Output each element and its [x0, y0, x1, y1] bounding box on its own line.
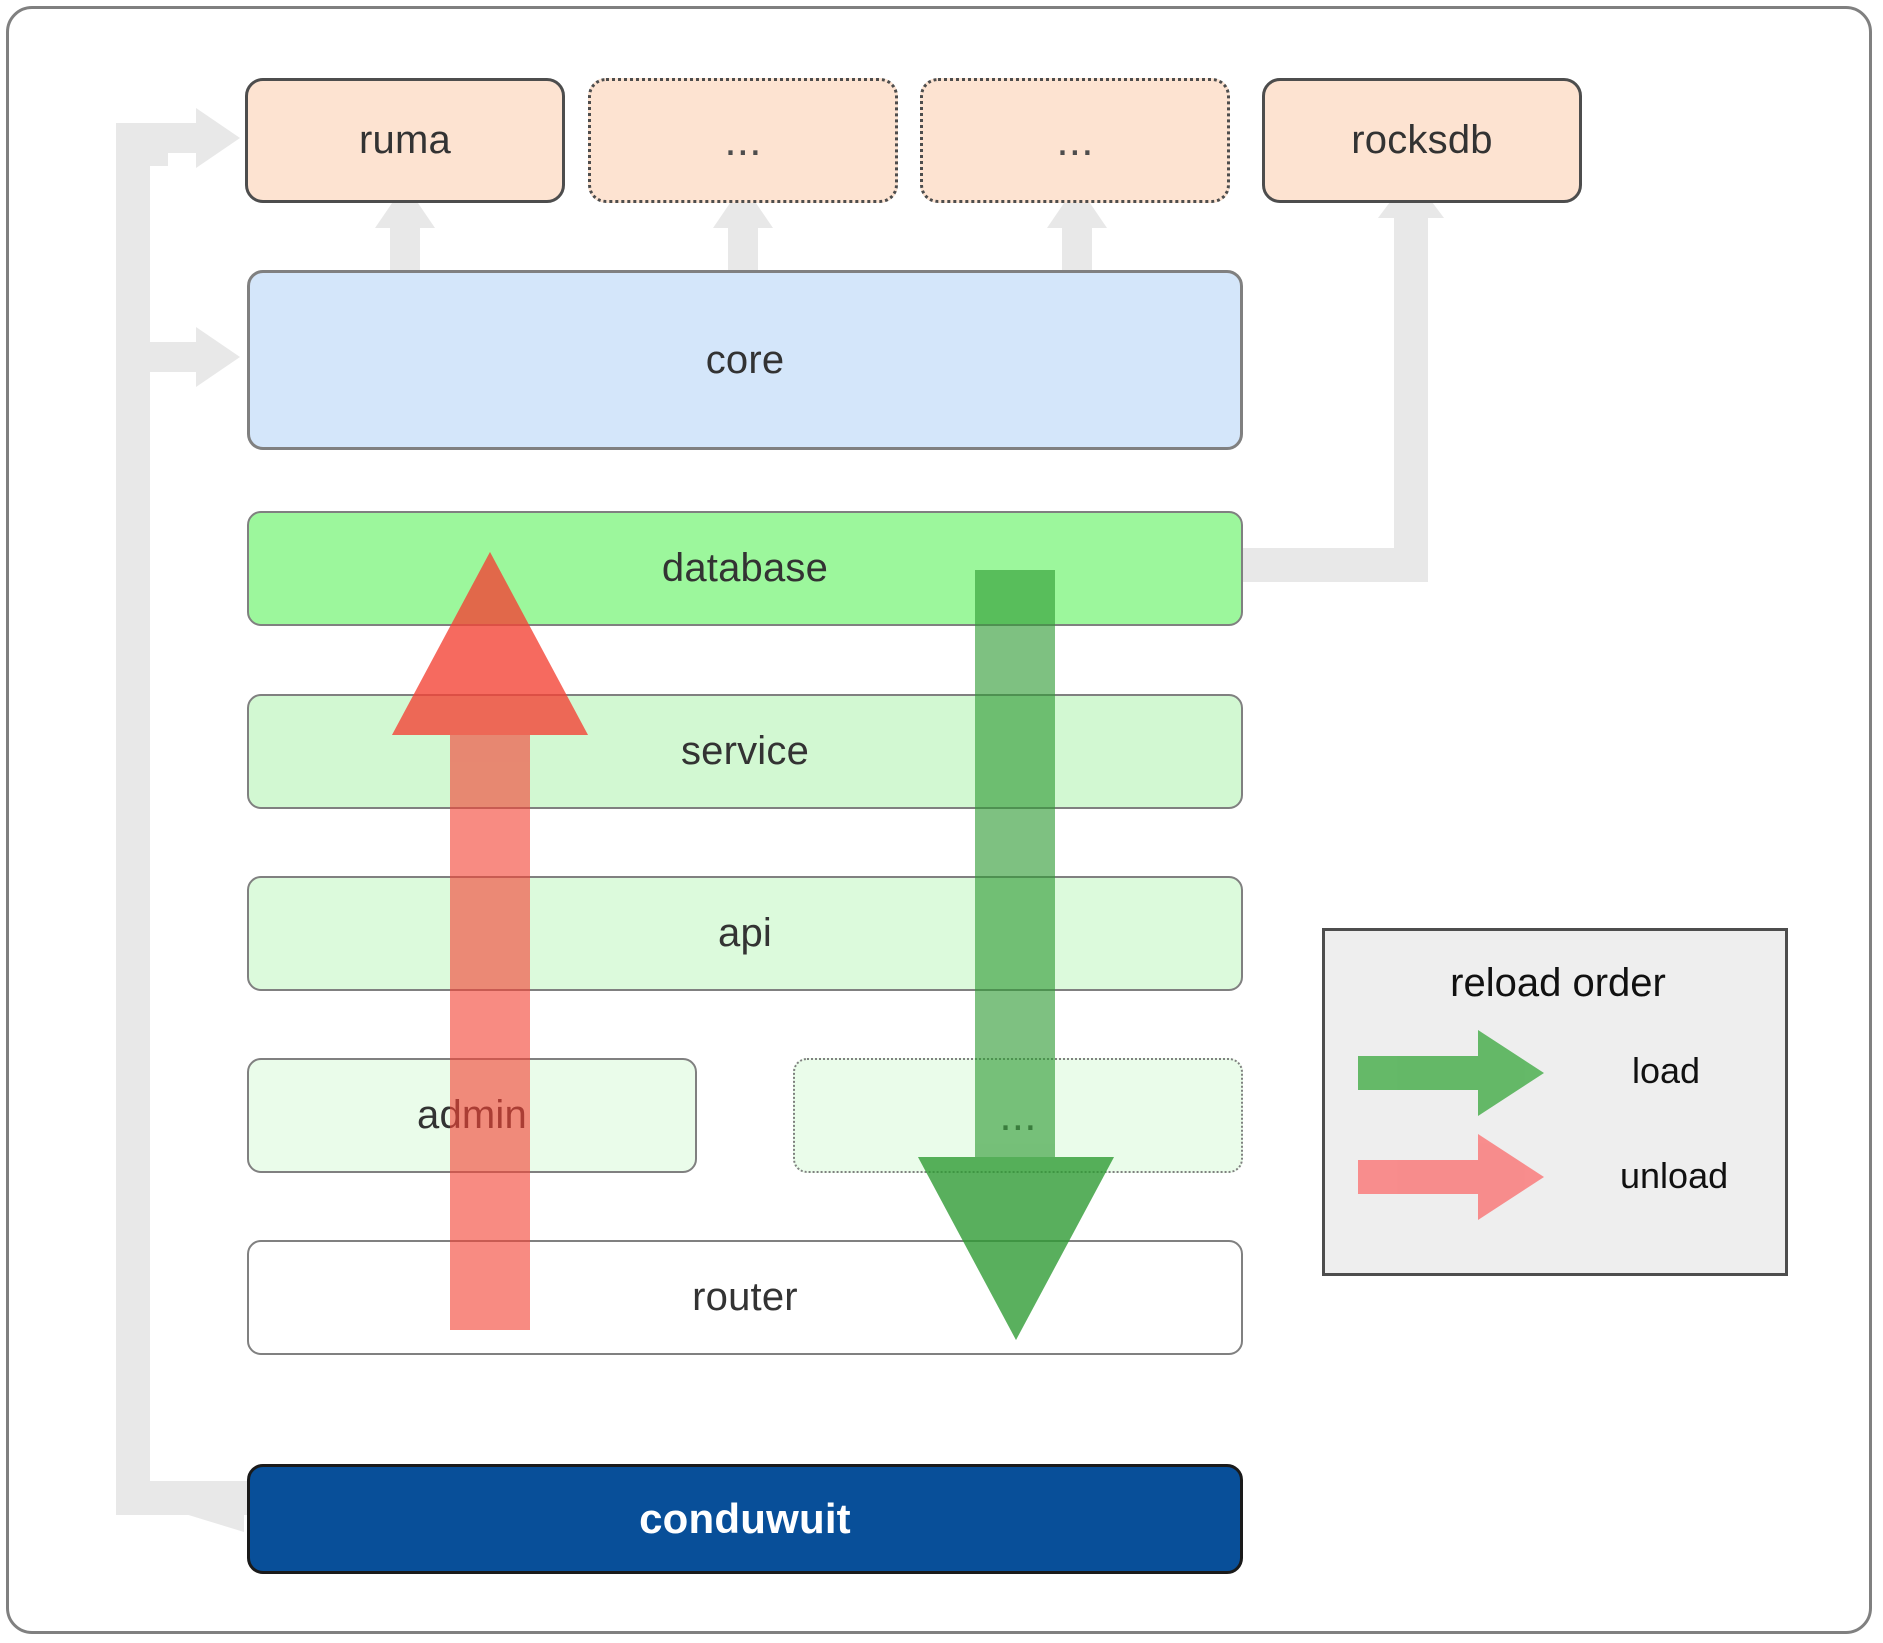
load-arrow-outline	[918, 1157, 1114, 1340]
node-dependency-ellipsis-1: ...	[588, 78, 898, 203]
connector-to-core-arrowhead	[196, 327, 240, 387]
node-ruma: ruma	[245, 78, 565, 203]
connector-db-to-rocksdb-vertical	[1394, 200, 1428, 582]
node-router-label: router	[692, 1275, 798, 1319]
node-api: api	[247, 876, 1243, 991]
legend-panel: reload order	[1322, 928, 1788, 1276]
connector-core-to-ruma-arrowhead	[375, 184, 435, 228]
node-rocksdb-label: rocksdb	[1351, 118, 1493, 162]
connector-to-ruma-arrowhead	[196, 108, 240, 168]
node-database: database	[247, 511, 1243, 626]
unload-arrow-outline	[392, 552, 588, 735]
node-database-label: database	[661, 546, 829, 590]
node-ruma-label: ruma	[359, 118, 451, 162]
connector-core-to-ellipsis2-arrowhead	[1047, 184, 1107, 228]
node-router: router	[247, 1240, 1243, 1355]
connector-to-ruma-shaft	[116, 123, 206, 153]
node-service-label: service	[680, 729, 810, 773]
legend-title: reload order	[1450, 961, 1666, 1005]
node-core: core	[247, 270, 1243, 450]
node-conduwuit-label: conduwuit	[639, 1495, 851, 1542]
connector-core-to-ellipsis1-arrowhead	[713, 184, 773, 228]
unload-arrow	[392, 552, 588, 1330]
legend-unload-arrow-icon	[1358, 1134, 1544, 1220]
node-api-label: api	[718, 911, 772, 955]
load-arrow	[918, 570, 1114, 1340]
connector-to-conduwuit	[116, 1481, 250, 1515]
legend-unload-label: unload	[1620, 1155, 1729, 1196]
legend-load-arrow-icon	[1358, 1030, 1544, 1116]
node-conduwuit: conduwuit	[247, 1464, 1243, 1574]
node-dependency-ellipsis-2: ...	[920, 78, 1230, 203]
connector-to-core-shaft	[116, 342, 206, 372]
node-rocksdb: rocksdb	[1262, 78, 1582, 203]
node-core-label: core	[705, 337, 785, 382]
legend-load-label: load	[1632, 1050, 1701, 1091]
